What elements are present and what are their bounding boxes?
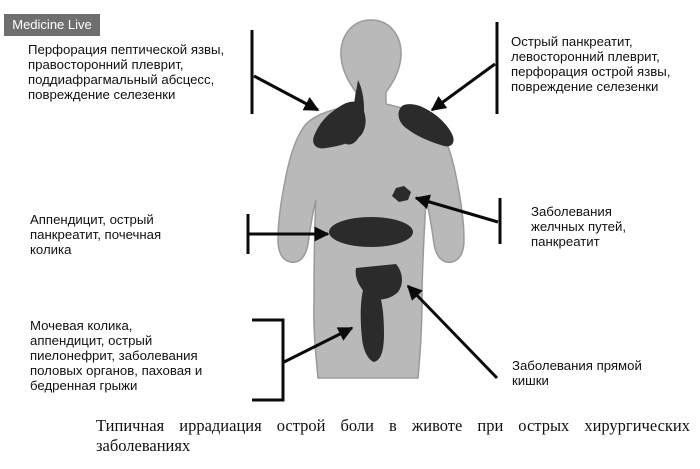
label-bottom-left-line: бедренная грыжи xyxy=(30,378,138,393)
label-top-left-line: поддиафрагмальный абсцесс, xyxy=(28,72,215,87)
pain-zone-groin xyxy=(360,286,384,362)
label-top-left-line: повреждение селезенки xyxy=(28,87,176,102)
figure-caption: Типичная иррадиация острой боли в животе… xyxy=(96,416,690,455)
label-top-left-line: Перфорация пептической язвы, xyxy=(28,42,225,57)
pain-zones xyxy=(313,80,454,362)
pointer-arrows xyxy=(253,62,499,380)
arrow-bottom-left xyxy=(283,326,354,364)
label-bottom-left-line: Мочевая колика, xyxy=(30,318,133,333)
label-mid-left-line: колика xyxy=(30,242,72,257)
label-top-right-line: Острый панкреатит, xyxy=(511,34,633,49)
arrow-bottom-right xyxy=(406,284,499,380)
pain-zone-right-shoulder-strip xyxy=(346,80,365,145)
pain-zone-left-shoulder xyxy=(398,104,454,147)
label-mid-right-line: желчных путей, xyxy=(531,219,627,234)
label-top-left-line: правосторонний плеврит, xyxy=(28,57,184,72)
pain-zone-abdomen-band xyxy=(329,217,413,247)
label-bottom-left-line: аппендицит, острый xyxy=(30,333,153,348)
bracket-lines xyxy=(246,22,502,402)
label-top-left: Перфорация пептической язвы, правосторон… xyxy=(28,42,224,102)
arrow-mid-right xyxy=(414,194,499,224)
arrow-top-left xyxy=(253,74,320,112)
label-bottom-left-line: пиелонефрит, заболевания xyxy=(30,348,198,363)
label-top-right: Острый панкреатит, левосторонний плеврит… xyxy=(511,34,670,94)
label-mid-left: Аппендицит, острый панкреатит, почечная … xyxy=(30,212,161,257)
label-top-right-line: перфорация острой язвы, xyxy=(511,64,671,79)
label-mid-right-line: панкреатит xyxy=(531,234,600,249)
label-mid-right-line: Заболевания xyxy=(531,204,612,219)
label-bottom-right: Заболевания прямой кишки xyxy=(512,358,642,388)
label-bottom-left-line: половых органов, паховая и xyxy=(30,363,203,378)
label-mid-left-line: панкреатит, почечная xyxy=(30,227,162,242)
label-top-right-line: повреждение селезенки xyxy=(511,79,659,94)
pain-zone-gallbladder-spot xyxy=(392,186,411,202)
label-mid-left-line: Аппендицит, острый xyxy=(30,212,154,227)
label-bottom-right-line: кишки xyxy=(512,373,549,388)
label-bottom-right-line: Заболевания прямой xyxy=(512,358,642,373)
label-bottom-left: Мочевая колика, аппендицит, острый пиело… xyxy=(30,318,202,393)
arrow-top-right xyxy=(430,62,496,112)
bracket-bottom-left xyxy=(252,318,285,402)
label-mid-right: Заболевания желчных путей, панкреатит xyxy=(531,204,626,249)
watermark-badge: Medicine Live xyxy=(4,14,100,36)
label-top-right-line: левосторонний плеврит, xyxy=(511,49,660,64)
